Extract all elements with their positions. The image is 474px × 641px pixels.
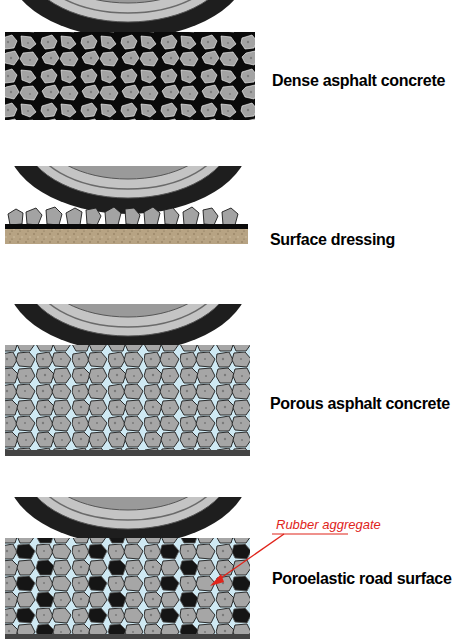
poroelastic-layer bbox=[5, 538, 250, 634]
chippings bbox=[8, 207, 238, 225]
tire bbox=[6, 64, 250, 214]
arrow-head bbox=[210, 574, 224, 586]
surface-label: Poroelastic road surface bbox=[272, 570, 452, 588]
dense-layer bbox=[5, 32, 255, 120]
surface-label: Surface dressing bbox=[270, 231, 395, 249]
binder-layer bbox=[5, 224, 248, 229]
tire bbox=[6, 202, 250, 352]
base-layer bbox=[5, 634, 250, 639]
porous-layer bbox=[5, 345, 250, 450]
base-layer bbox=[5, 229, 248, 244]
surface-label: Dense asphalt concrete bbox=[272, 72, 445, 90]
surface-label: Porous asphalt concrete bbox=[270, 395, 450, 413]
base-layer bbox=[5, 450, 250, 456]
callout-label: Rubber aggregate bbox=[276, 517, 381, 532]
tire bbox=[6, 395, 250, 545]
